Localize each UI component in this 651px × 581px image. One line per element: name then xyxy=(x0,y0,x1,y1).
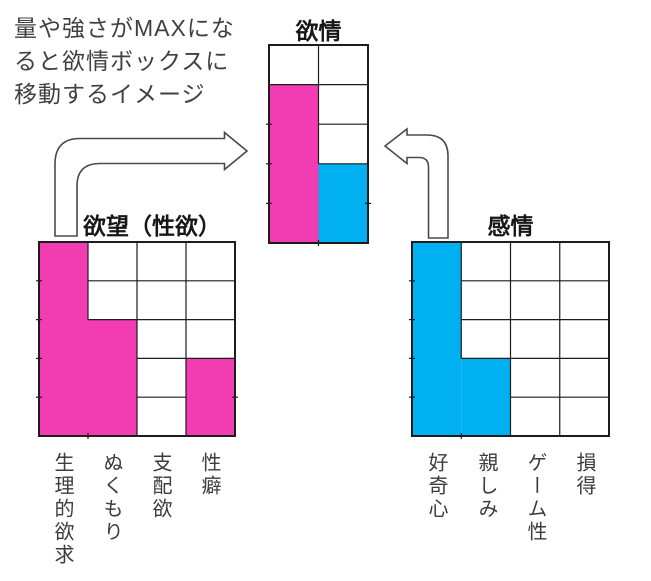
grid-border xyxy=(411,241,610,437)
desire-column-label-physiological: 生理的欲求 xyxy=(51,452,73,567)
filled-bar xyxy=(269,84,319,243)
emotion-column-label-curiosity: 好奇心 xyxy=(425,452,447,521)
filled-bar xyxy=(412,242,462,436)
lust-grid xyxy=(266,44,371,246)
filled-bar xyxy=(88,319,137,436)
emotion-column-label-affinity: 親しみ xyxy=(475,452,497,521)
grid-border xyxy=(38,241,236,437)
lust-box-title: 欲情 xyxy=(295,18,342,44)
emotion-box-title: 感情 xyxy=(487,213,534,239)
desire-grid xyxy=(36,241,238,439)
emotion-grid xyxy=(409,241,610,439)
desire-column-label-dominance: 支配欲 xyxy=(149,452,171,521)
emotion-column-label-gainloss: 損得 xyxy=(573,452,595,498)
emotion-column-label-gameness: ゲーム性 xyxy=(524,452,546,544)
desire-box-title: 欲望（性欲） xyxy=(83,213,221,239)
filled-bar xyxy=(461,358,511,436)
desire-column-label-warmth: ぬくもり xyxy=(100,452,122,544)
note-text: 量や強さがMAXにな ると欲情ボックスに 移動するイメージ xyxy=(14,15,235,107)
desire-column-label-fetish: 性癖 xyxy=(198,452,220,498)
grid-border xyxy=(268,44,369,244)
filled-bar xyxy=(318,163,368,243)
filled-bar xyxy=(186,358,235,436)
filled-bar xyxy=(39,242,88,436)
